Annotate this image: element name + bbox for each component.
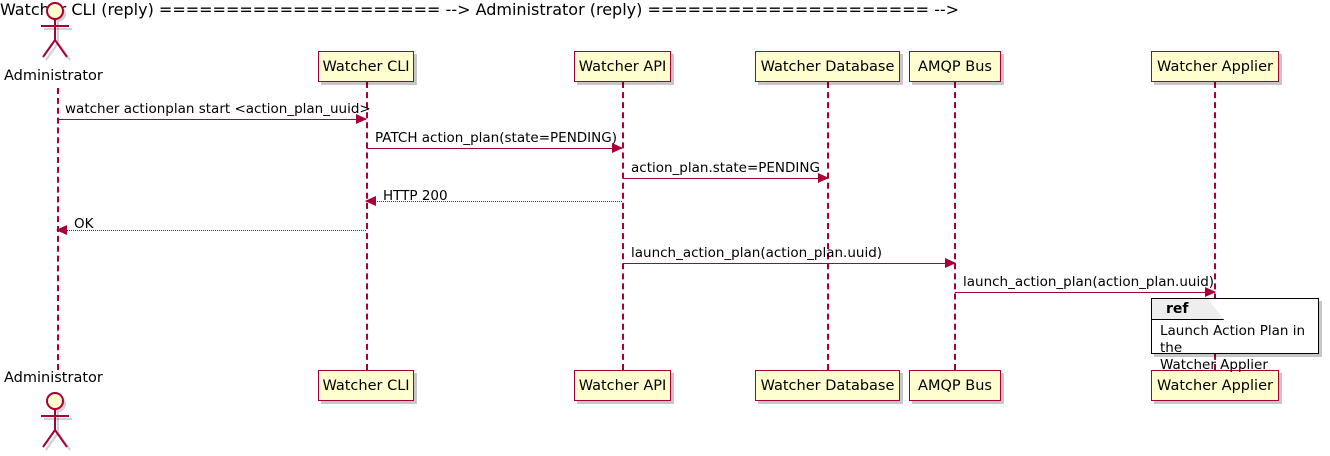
arrowhead-right-icon: [612, 142, 623, 153]
message-label-1: watcher actionplan start <action_plan_uu…: [65, 101, 371, 117]
actor-label-administrator-top: Administrator: [4, 68, 103, 84]
actor-stick-figure-icon: [41, 2, 72, 61]
participant-box-watcher-applier-top[interactable]: Watcher Applier: [1151, 51, 1279, 82]
participant-box-watcher-api-top[interactable]: Watcher API: [574, 51, 671, 82]
arrowhead-right-icon: [1205, 286, 1216, 297]
participant-box-watcher-applier-bottom[interactable]: Watcher Applier: [1151, 370, 1279, 401]
arrowhead-right-icon: [818, 172, 829, 183]
participant-box-watcher-cli-top[interactable]: Watcher CLI: [318, 51, 414, 82]
message-label-6: launch_action_plan(action_plan.uuid): [631, 245, 883, 261]
actor-label-administrator-bottom: Administrator: [4, 370, 103, 386]
lifeline-watcher-api: [622, 82, 624, 370]
ref-fragment[interactable]: ref Launch Action Plan in the Watcher Ap…: [1151, 298, 1319, 373]
participant-box-amqp-bus-bottom[interactable]: AMQP Bus: [909, 370, 1001, 401]
message-line-6: [623, 263, 955, 264]
arrowhead-right-icon: [945, 257, 956, 268]
message-line-4: [366, 201, 622, 202]
participant-box-amqp-bus-top[interactable]: AMQP Bus: [909, 51, 1001, 82]
participant-box-watcher-database-bottom[interactable]: Watcher Database: [755, 370, 900, 401]
lifeline-watcher-cli: [366, 82, 368, 370]
ref-fragment-text-line-2: Watcher Applier: [1160, 357, 1268, 373]
lifeline-watcher-database: [827, 82, 829, 370]
lifeline-amqp-bus: [954, 82, 956, 370]
message-label-4: HTTP 200: [383, 188, 448, 204]
message-line-2: [367, 148, 622, 149]
actor-administrator-bottom[interactable]: [34, 392, 82, 454]
message-label-3: action_plan.state=PENDING: [631, 160, 820, 176]
message-line-7: [955, 292, 1215, 293]
ref-fragment-body: Launch Action Plan in the Watcher Applie…: [1160, 323, 1312, 374]
participant-box-watcher-database-top[interactable]: Watcher Database: [755, 51, 900, 82]
ref-fragment-keyword: ref: [1152, 299, 1224, 320]
participant-box-watcher-api-bottom[interactable]: Watcher API: [574, 370, 671, 401]
message-line-3: [623, 178, 828, 179]
lifeline-watcher-applier: [1214, 82, 1216, 370]
actor-stick-figure-icon: [41, 392, 72, 451]
arrowhead-left-icon: [56, 224, 67, 235]
message-label-2: PATCH action_plan(state=PENDING): [375, 130, 617, 146]
message-label-5: OK: [74, 216, 94, 232]
message-line-1: [58, 119, 366, 120]
message-label-7: launch_action_plan(action_plan.uuid): [963, 274, 1215, 290]
participant-box-watcher-cli-bottom[interactable]: Watcher CLI: [318, 370, 414, 401]
arrowhead-right-icon: [356, 113, 367, 124]
message-line-5: [57, 230, 366, 231]
actor-administrator-top[interactable]: [34, 2, 82, 64]
ref-fragment-text-line-1: Launch Action Plan in the: [1160, 323, 1306, 356]
arrowhead-left-icon: [365, 195, 376, 206]
